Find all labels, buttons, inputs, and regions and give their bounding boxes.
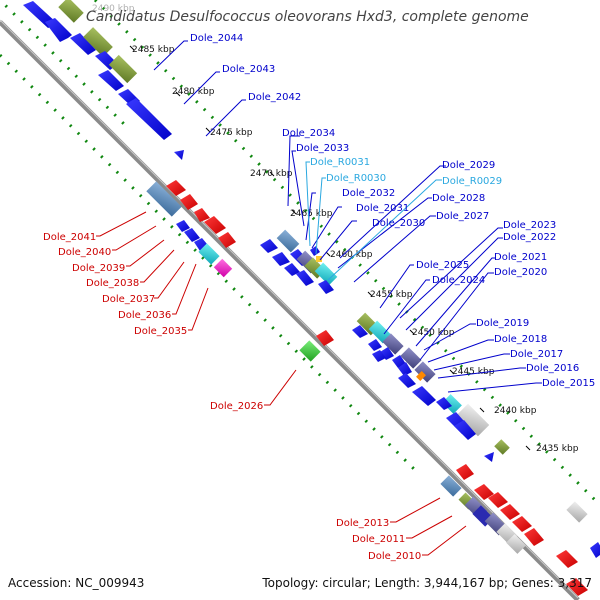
- gene-label-dole-2040: Dole_2040: [58, 247, 111, 258]
- scale-label-2475: 2475 kbp: [210, 128, 253, 138]
- scale-ticks: [129, 45, 531, 451]
- label-leader-lines: [96, 40, 542, 556]
- gene-label-dole-2034: Dole_2034: [282, 128, 335, 139]
- gene-label-dole-2011: Dole_2011: [352, 534, 405, 545]
- gc-skew-track: [0, 0, 600, 507]
- gene-label-dole-2016: Dole_2016: [526, 363, 579, 374]
- scale-label-2465: 2465 kbp: [290, 209, 333, 219]
- gene-label-dole-2019: Dole_2019: [476, 318, 529, 329]
- scale-label-2460: 2460 kbp: [330, 250, 373, 260]
- gene-label-dole-2029: Dole_2029: [442, 160, 495, 171]
- gene-label-dole-2022: Dole_2022: [503, 232, 556, 243]
- gene-label-dole-2026: Dole_2026: [210, 401, 263, 412]
- gene-label-dole-2030: Dole_2030: [372, 218, 425, 229]
- gene-label-dole-2043: Dole_2043: [222, 64, 275, 75]
- scale-label-2440: 2440 kbp: [494, 406, 537, 416]
- gene-label-dole-2035: Dole_2035: [134, 326, 187, 337]
- gene-label-dole-2028: Dole_2028: [432, 193, 485, 204]
- scale-label-2480: 2480 kbp: [172, 87, 215, 97]
- gene-labels: Dole_2044 Dole_2043 Dole_2042 Dole_2034 …: [43, 33, 595, 562]
- gene-label-dole-r0029: Dole_R0029: [442, 176, 502, 187]
- gene-label-dole-2010: Dole_2010: [368, 551, 421, 562]
- gene-label-dole-2031: Dole_2031: [356, 203, 409, 214]
- genome-backbone: [0, 20, 580, 600]
- gene-label-dole-2023: Dole_2023: [503, 220, 556, 231]
- scale-label-2490: 2490 kbp: [92, 4, 135, 14]
- gene-label-dole-2021: Dole_2021: [494, 252, 547, 263]
- gene-label-dole-2037: Dole_2037: [102, 294, 155, 305]
- scale-label-2455: 2455 kbp: [370, 290, 413, 300]
- gene-label-dole-2032: Dole_2032: [342, 188, 395, 199]
- reverse-strand-genes: [146, 180, 588, 596]
- gene-label-dole-2044: Dole_2044: [190, 33, 243, 44]
- gene-label-dole-2013: Dole_2013: [336, 518, 389, 529]
- gene-label-dole-2015: Dole_2015: [542, 378, 595, 389]
- gene-label-dole-2042: Dole_2042: [248, 92, 301, 103]
- gene-label-dole-r0031: Dole_R0031: [310, 157, 370, 168]
- scale-label-2435: 2435 kbp: [536, 444, 579, 454]
- gene-label-dole-2024: Dole_2024: [432, 275, 485, 286]
- gene-label-dole-2017: Dole_2017: [510, 349, 563, 360]
- gene-label-dole-2041: Dole_2041: [43, 232, 96, 243]
- gene-label-dole-2020: Dole_2020: [494, 267, 547, 278]
- scale-label-2485: 2485 kbp: [132, 45, 175, 55]
- gene-label-dole-2018: Dole_2018: [494, 334, 547, 345]
- gene-label-dole-2036: Dole_2036: [118, 310, 171, 321]
- gene-label-dole-2033: Dole_2033: [296, 143, 349, 154]
- gene-label-dole-2027: Dole_2027: [436, 211, 489, 222]
- gene-label-dole-r0030: Dole_R0030: [326, 173, 386, 184]
- genome-title: Candidatus Desulfococcus oleovorans Hxd3…: [86, 9, 529, 25]
- accession-label: Accession: NC_009943: [8, 576, 145, 590]
- scale-label-2445: 2445 kbp: [452, 367, 495, 377]
- gene-label-dole-2039: Dole_2039: [72, 263, 125, 274]
- scale-label-2450: 2450 kbp: [412, 328, 455, 338]
- forward-strand-genes: [23, 0, 600, 558]
- scale-label-2470: 2470 kbp: [250, 169, 293, 179]
- topology-label: Topology: circular; Length: 3,944,167 bp…: [262, 576, 592, 590]
- scale-labels: 2490 kbp 2485 kbp 2480 kbp 2475 kbp 2470…: [92, 4, 579, 454]
- gene-label-dole-2038: Dole_2038: [86, 278, 139, 289]
- gene-label-dole-2025: Dole_2025: [416, 260, 469, 271]
